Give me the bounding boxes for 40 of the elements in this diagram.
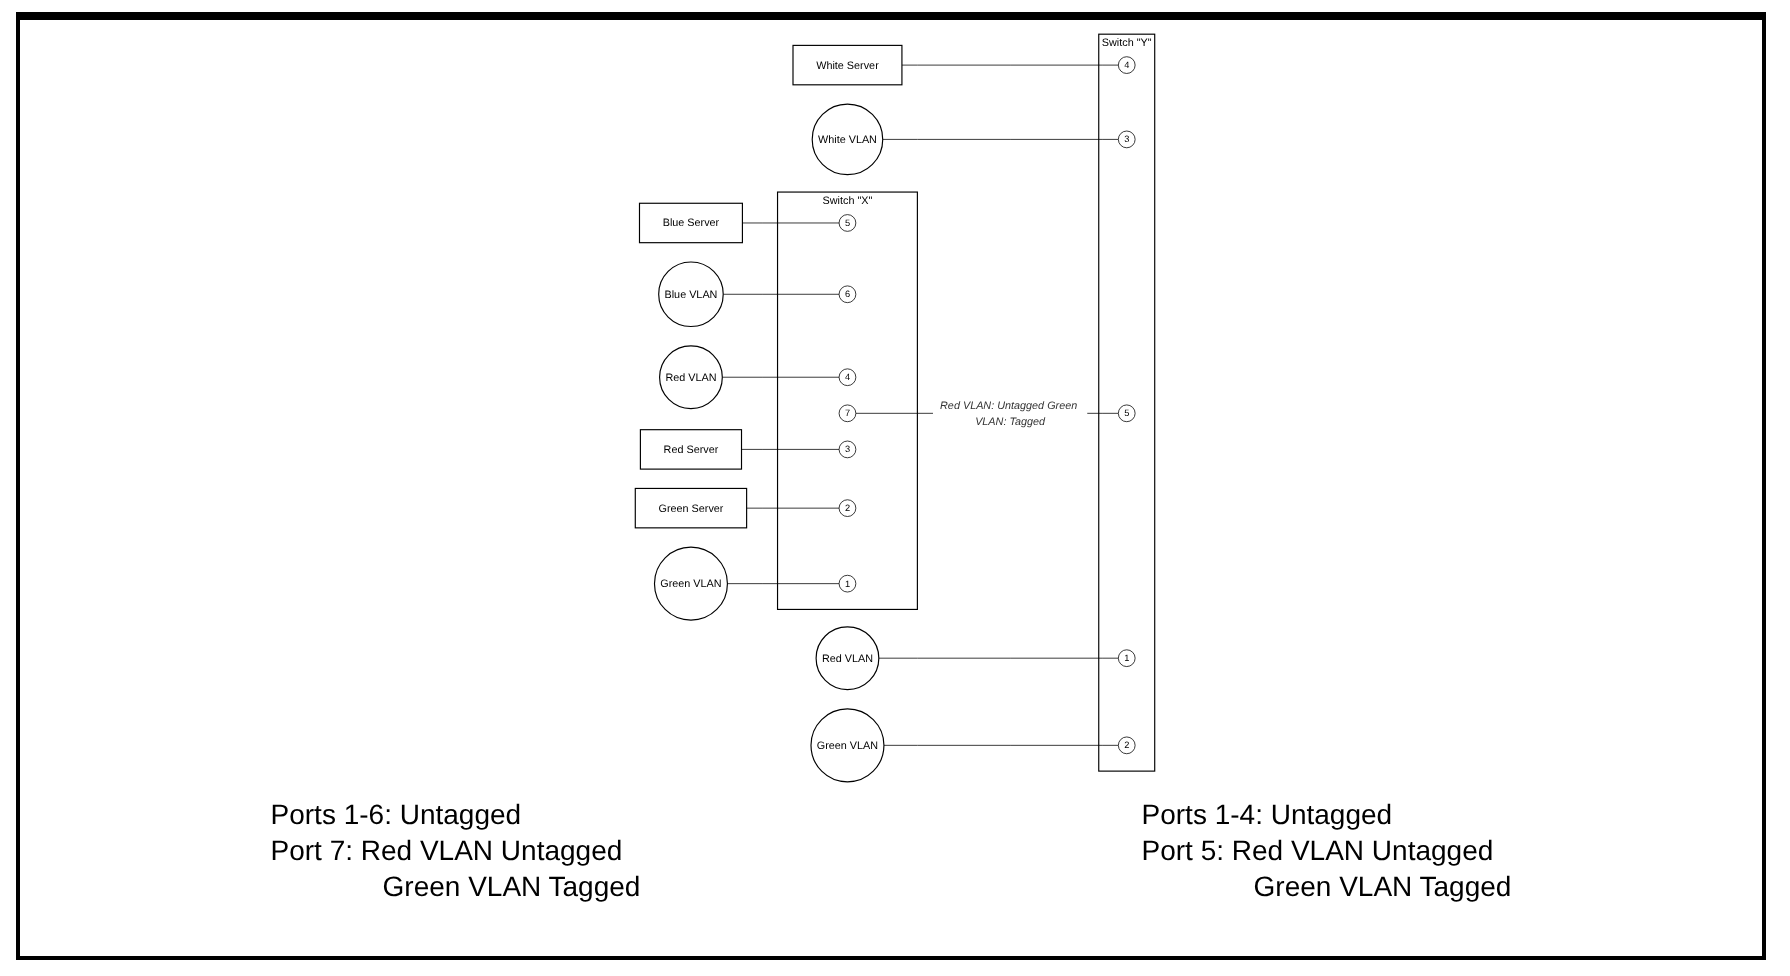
connector — [878, 657, 1119, 659]
node-box — [634, 487, 748, 529]
node-circle — [810, 708, 885, 783]
port-note: Port 7: Red VLAN Untagged — [270, 832, 625, 868]
port-note: Ports 1-4: Untagged — [1141, 796, 1395, 832]
node-circle — [838, 499, 857, 517]
node-circle — [1117, 404, 1136, 423]
node-circle — [815, 626, 880, 691]
node-circle — [838, 285, 857, 304]
connector — [741, 449, 840, 450]
cluster — [1098, 33, 1156, 772]
connector — [746, 507, 840, 509]
node-circle — [1117, 736, 1136, 755]
node-circle — [1117, 56, 1136, 74]
connector — [742, 222, 840, 224]
connector — [883, 744, 1119, 746]
node-circle — [838, 440, 857, 459]
node-box — [792, 44, 903, 86]
node-circle — [838, 574, 857, 593]
connector — [722, 293, 840, 295]
node-box — [639, 429, 743, 470]
node-circle — [838, 368, 857, 386]
node-circle — [658, 261, 724, 328]
node-circle — [838, 214, 857, 232]
node-circle — [838, 404, 857, 423]
port-note: Ports 1-6: Untagged — [270, 796, 524, 832]
node-circle — [653, 546, 728, 621]
connector — [882, 139, 1119, 140]
connector — [901, 64, 1119, 66]
node-circle — [659, 345, 723, 410]
port-note: Green VLAN Tagged — [380, 868, 641, 904]
node-box — [638, 202, 743, 244]
port-note: Port 5: Red VLAN Untagged — [1141, 832, 1496, 868]
connector — [721, 376, 840, 378]
connector — [727, 583, 840, 585]
node-circle — [1117, 649, 1136, 667]
node-circle — [811, 103, 884, 176]
port-note: Green VLAN Tagged — [1251, 868, 1512, 904]
node-circle — [1117, 130, 1136, 149]
cluster — [776, 191, 918, 610]
